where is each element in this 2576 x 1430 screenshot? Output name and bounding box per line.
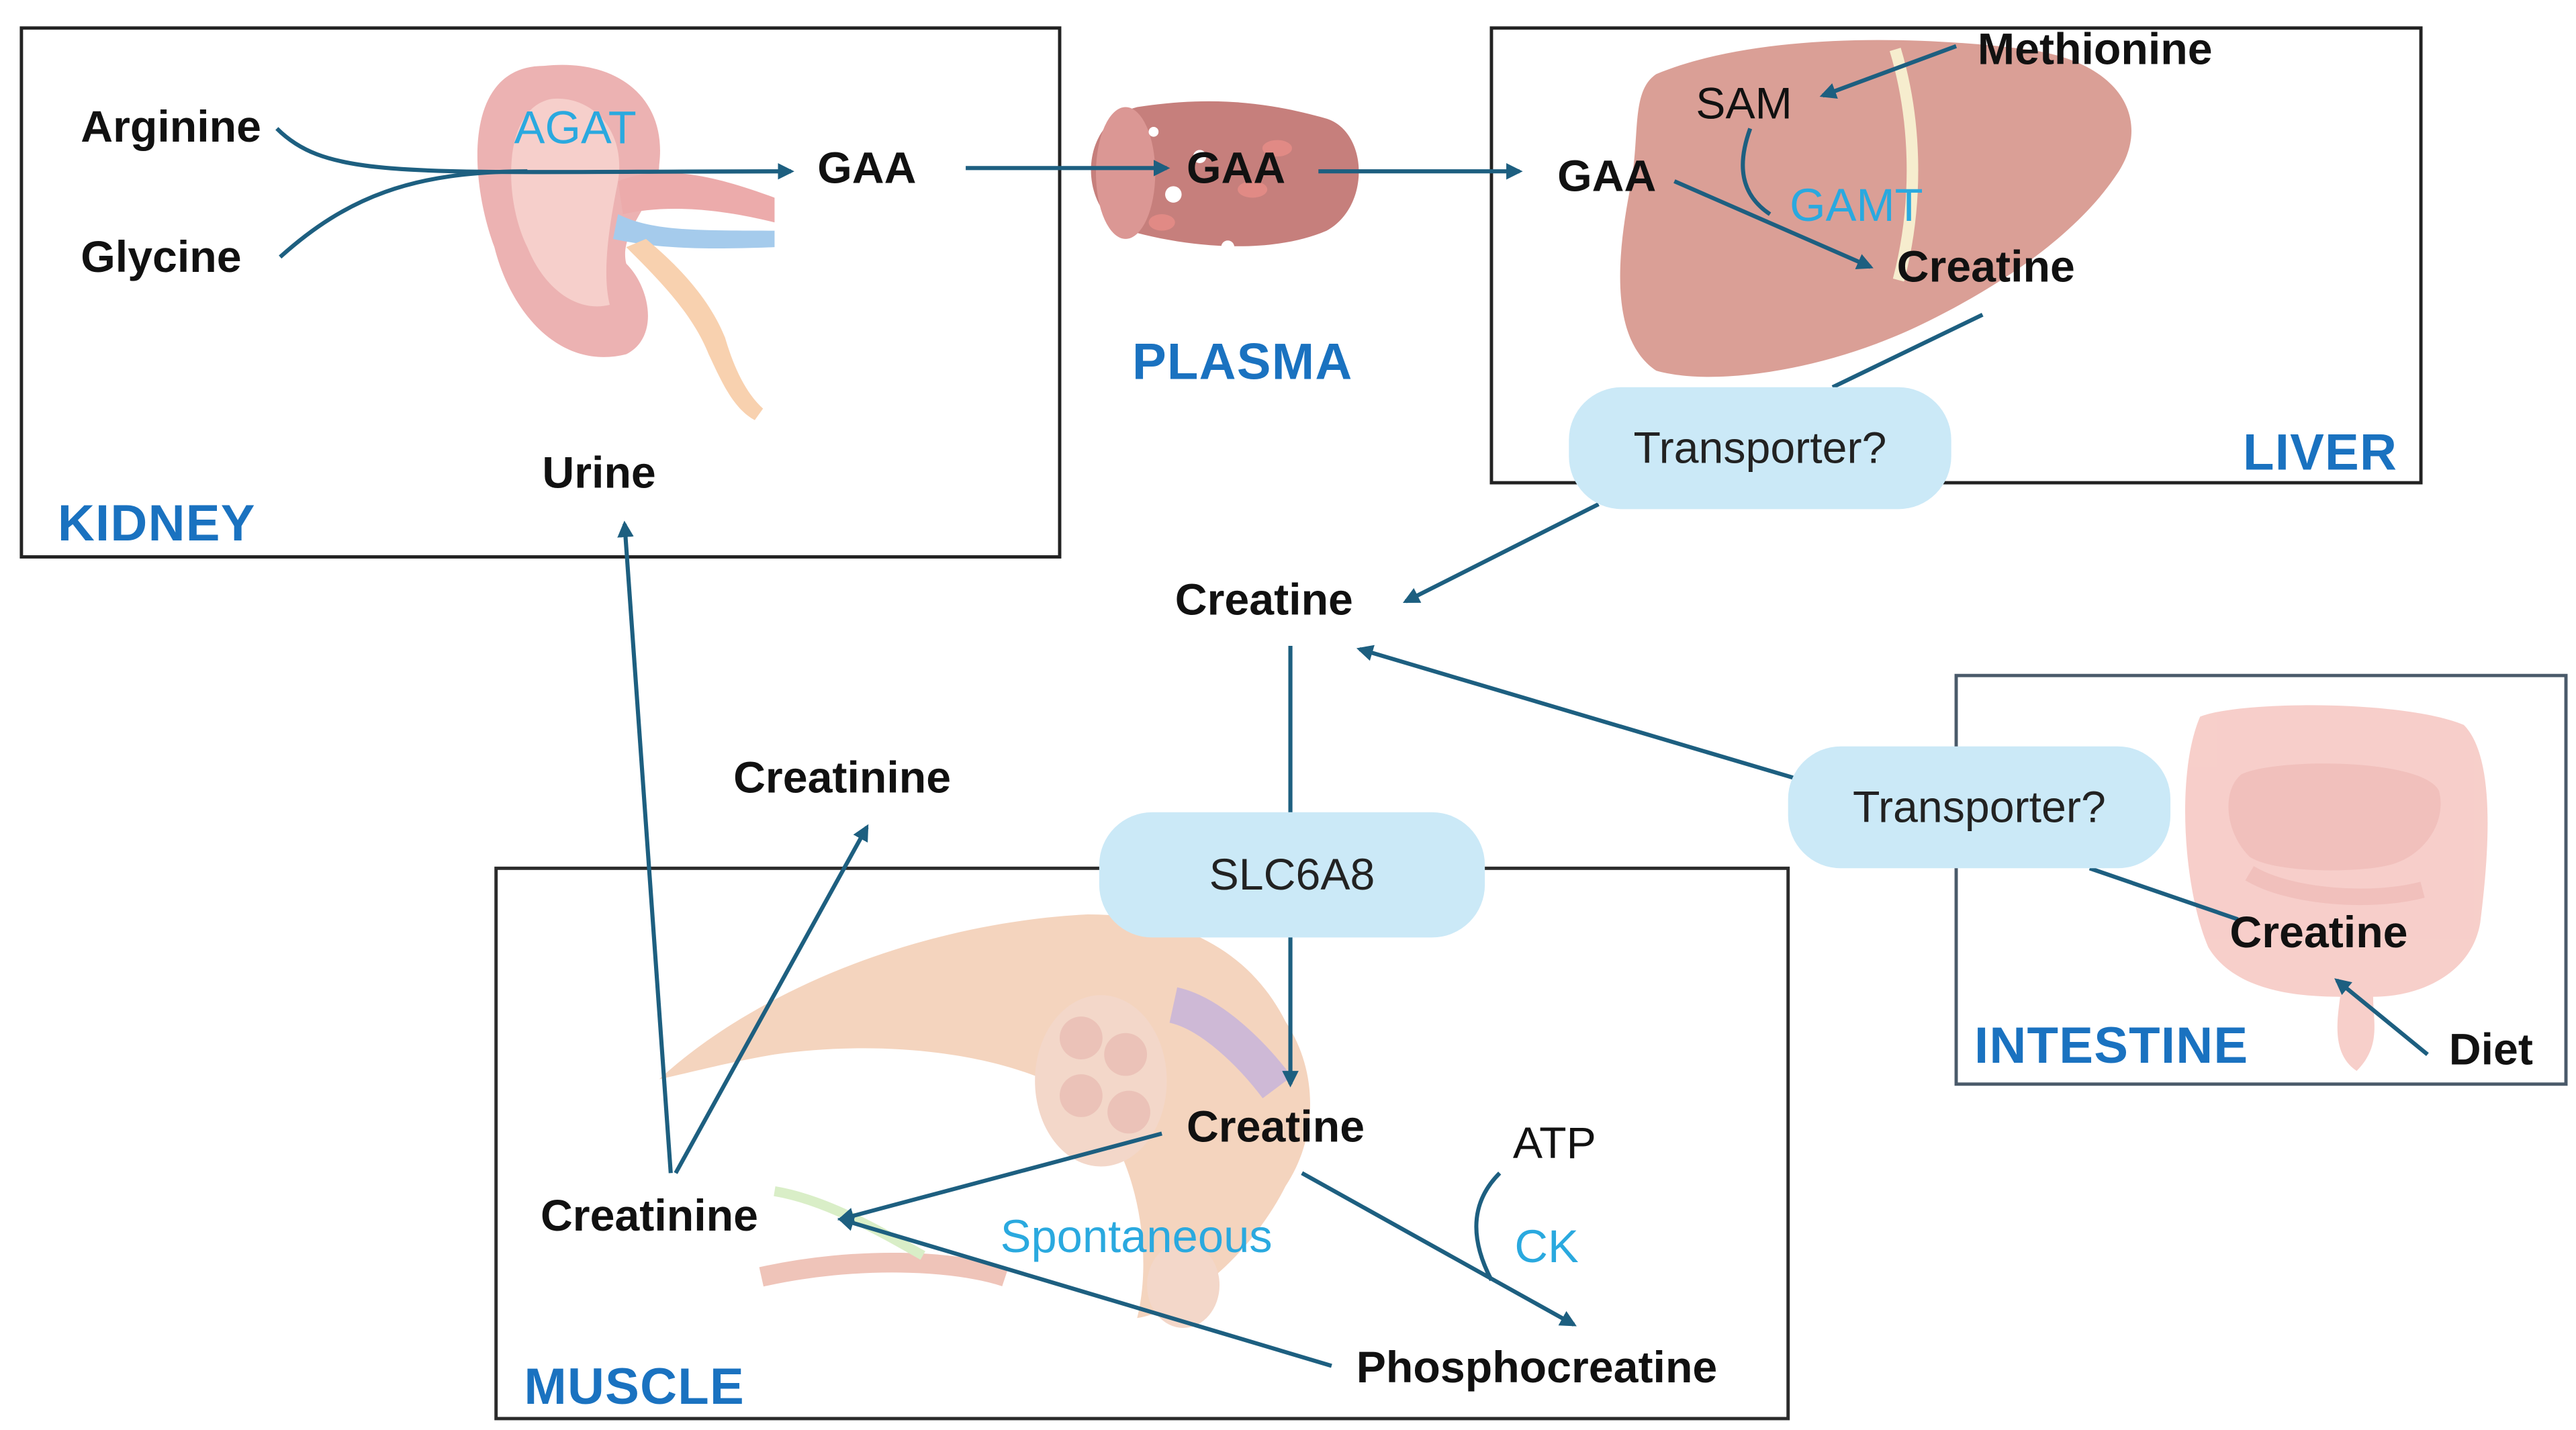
agat-enzyme-label: AGAT [514,102,637,154]
muscle-creatine-label: Creatine [1186,1102,1365,1152]
slc6a8-label: SLC6A8 [1209,849,1375,899]
liver-region-box [1489,26,2423,485]
arrow-liver-transporter-to-creatine [1402,502,1600,604]
intestine-transporter-pill: Transporter? [1788,746,2171,869]
plasma-gaa-label: GAA [1186,143,1286,193]
liver-transporter-label: Transporter? [1633,422,1887,473]
intestine-illustration [2184,705,2488,1071]
intestine-creatine-label: Creatine [2229,908,2408,957]
liver-creatine-label: Creatine [1896,242,2075,292]
slc6a8-transporter-pill: SLC6A8 [1099,812,1485,938]
line-intestine-creatine-to-transporter [2088,866,2239,922]
arrow-creatinine-to-creatinine-out [674,824,869,1174]
methionine-label: Methionine [1977,24,2213,75]
liver-gaa-label: GAA [1557,151,1657,201]
arrow-creatinine-to-urine [617,520,673,1174]
sam-label: SAM [1696,79,1792,129]
plasma-region-label: PLASMA [1132,332,1353,391]
curve-atp-ck [1474,1172,1502,1282]
circulating-creatine-label: Creatine [1175,575,1353,625]
arrow-methionine-to-sam [1819,44,1958,99]
arrow-creatine-to-creatinine [837,1131,1162,1224]
kidney-region-box [19,26,1062,559]
muscle-illustration [659,914,1311,1329]
kidney-illustration [477,64,775,420]
curve-sam-gamt [1741,128,1772,216]
intestine-region-label: INTESTINE [1974,1016,2249,1075]
arrow-gaa-to-creatine-liver [1673,179,1874,269]
muscle-creatinine-label: Creatinine [540,1191,759,1241]
intestine-region-box [1954,673,2568,1086]
phosphocreatine-label: Phosphocreatine [1356,1343,1718,1392]
gamt-enzyme-label: GAMT [1790,179,1923,231]
arrow-arginine-to-gaa [275,127,794,180]
liver-transporter-pill: Transporter? [1569,387,1951,510]
arrow-creatine-to-phosphocreatine [1301,1171,1577,1327]
glycine-label: Glycine [81,232,242,282]
liver-illustration [1620,40,2132,377]
line-liver-creatine-to-transporter [1831,312,1984,389]
creatinine-out-label: Creatinine [733,753,952,803]
atp-label: ATP [1512,1118,1596,1168]
kidney-gaa-label: GAA [817,143,917,193]
diet-label: Diet [2448,1024,2533,1075]
ck-enzyme-label: CK [1514,1221,1579,1272]
spontaneous-label: Spontaneous [1000,1210,1273,1262]
kidney-region-label: KIDNEY [57,494,256,553]
liver-region-label: LIVER [2243,423,2398,481]
muscle-region-label: MUSCLE [524,1357,745,1416]
intestine-transporter-label: Transporter? [1852,781,2106,832]
arrow-intestine-transporter-to-creatine [1356,645,1794,780]
arrow-glycine-to-gaa [279,169,528,259]
arrow-diet-to-creatine [2334,978,2429,1056]
arrow-phosphocreatine-to-creatinine [837,1214,1332,1368]
arginine-label: Arginine [81,102,262,152]
blood-vessel-illustration [1091,101,1359,254]
urine-label: Urine [542,448,656,498]
